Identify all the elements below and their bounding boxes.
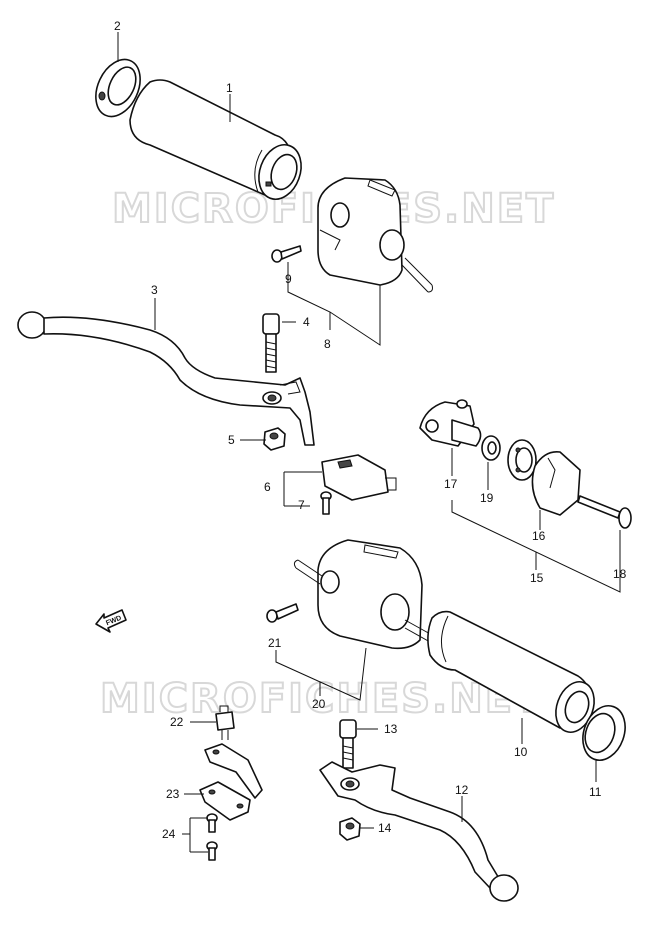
callout-12: 12 <box>455 783 469 797</box>
callout-3: 3 <box>151 283 158 297</box>
screw-18 <box>577 495 632 529</box>
nut-14 <box>339 817 361 841</box>
watermark-bottom: MICROFICHES.NET <box>100 676 543 722</box>
screw-7 <box>320 491 332 515</box>
callout-4: 4 <box>303 315 310 329</box>
callout-11: 11 <box>589 785 602 799</box>
callout-16: 16 <box>532 529 546 543</box>
callout-8: 8 <box>324 337 331 351</box>
callout-20: 20 <box>312 697 326 711</box>
callouts: 2 1 3 4 5 6 7 9 8 17 19 16 15 18 21 20 1… <box>114 19 627 841</box>
switch-housing-right <box>317 177 433 293</box>
callout-2: 2 <box>114 19 121 33</box>
callout-10: 10 <box>514 745 528 759</box>
callout-6: 6 <box>264 480 271 494</box>
lever-right <box>319 761 519 902</box>
leader-lines <box>117 32 621 853</box>
cable-guide-17 <box>419 399 482 447</box>
callout-19: 19 <box>480 491 494 505</box>
callout-1: 1 <box>226 81 233 95</box>
grip-end-cap-top <box>95 58 141 118</box>
adjuster-16 <box>507 439 581 516</box>
callout-23: 23 <box>166 787 180 801</box>
screws-24 <box>206 813 218 861</box>
pivot-bolt-13 <box>339 719 357 769</box>
switch-housing-left <box>293 539 433 650</box>
callout-5: 5 <box>228 433 235 447</box>
switch-plate-23 <box>199 743 263 821</box>
callout-13: 13 <box>384 722 398 736</box>
callout-9: 9 <box>285 272 292 286</box>
screw-9 <box>271 245 302 263</box>
pivot-bolt-4 <box>262 313 280 373</box>
grip-end-cap-bottom <box>582 705 626 761</box>
washer-19 <box>481 435 501 461</box>
lever-left <box>17 311 315 446</box>
callout-15: 15 <box>530 571 544 585</box>
callout-21: 21 <box>268 636 282 650</box>
screw-21 <box>266 603 299 623</box>
throttle-grip <box>129 79 302 200</box>
callout-7: 7 <box>298 498 305 512</box>
callout-17: 17 <box>444 477 458 491</box>
switch-22 <box>215 705 235 740</box>
nut-5 <box>263 427 286 451</box>
switch-6 <box>321 454 397 501</box>
forward-arrow-icon: FWD <box>95 609 127 633</box>
callout-22: 22 <box>170 715 184 729</box>
callout-18: 18 <box>613 567 627 581</box>
callout-14: 14 <box>378 821 392 835</box>
callout-24: 24 <box>162 827 176 841</box>
handlebar-grip <box>427 610 595 733</box>
